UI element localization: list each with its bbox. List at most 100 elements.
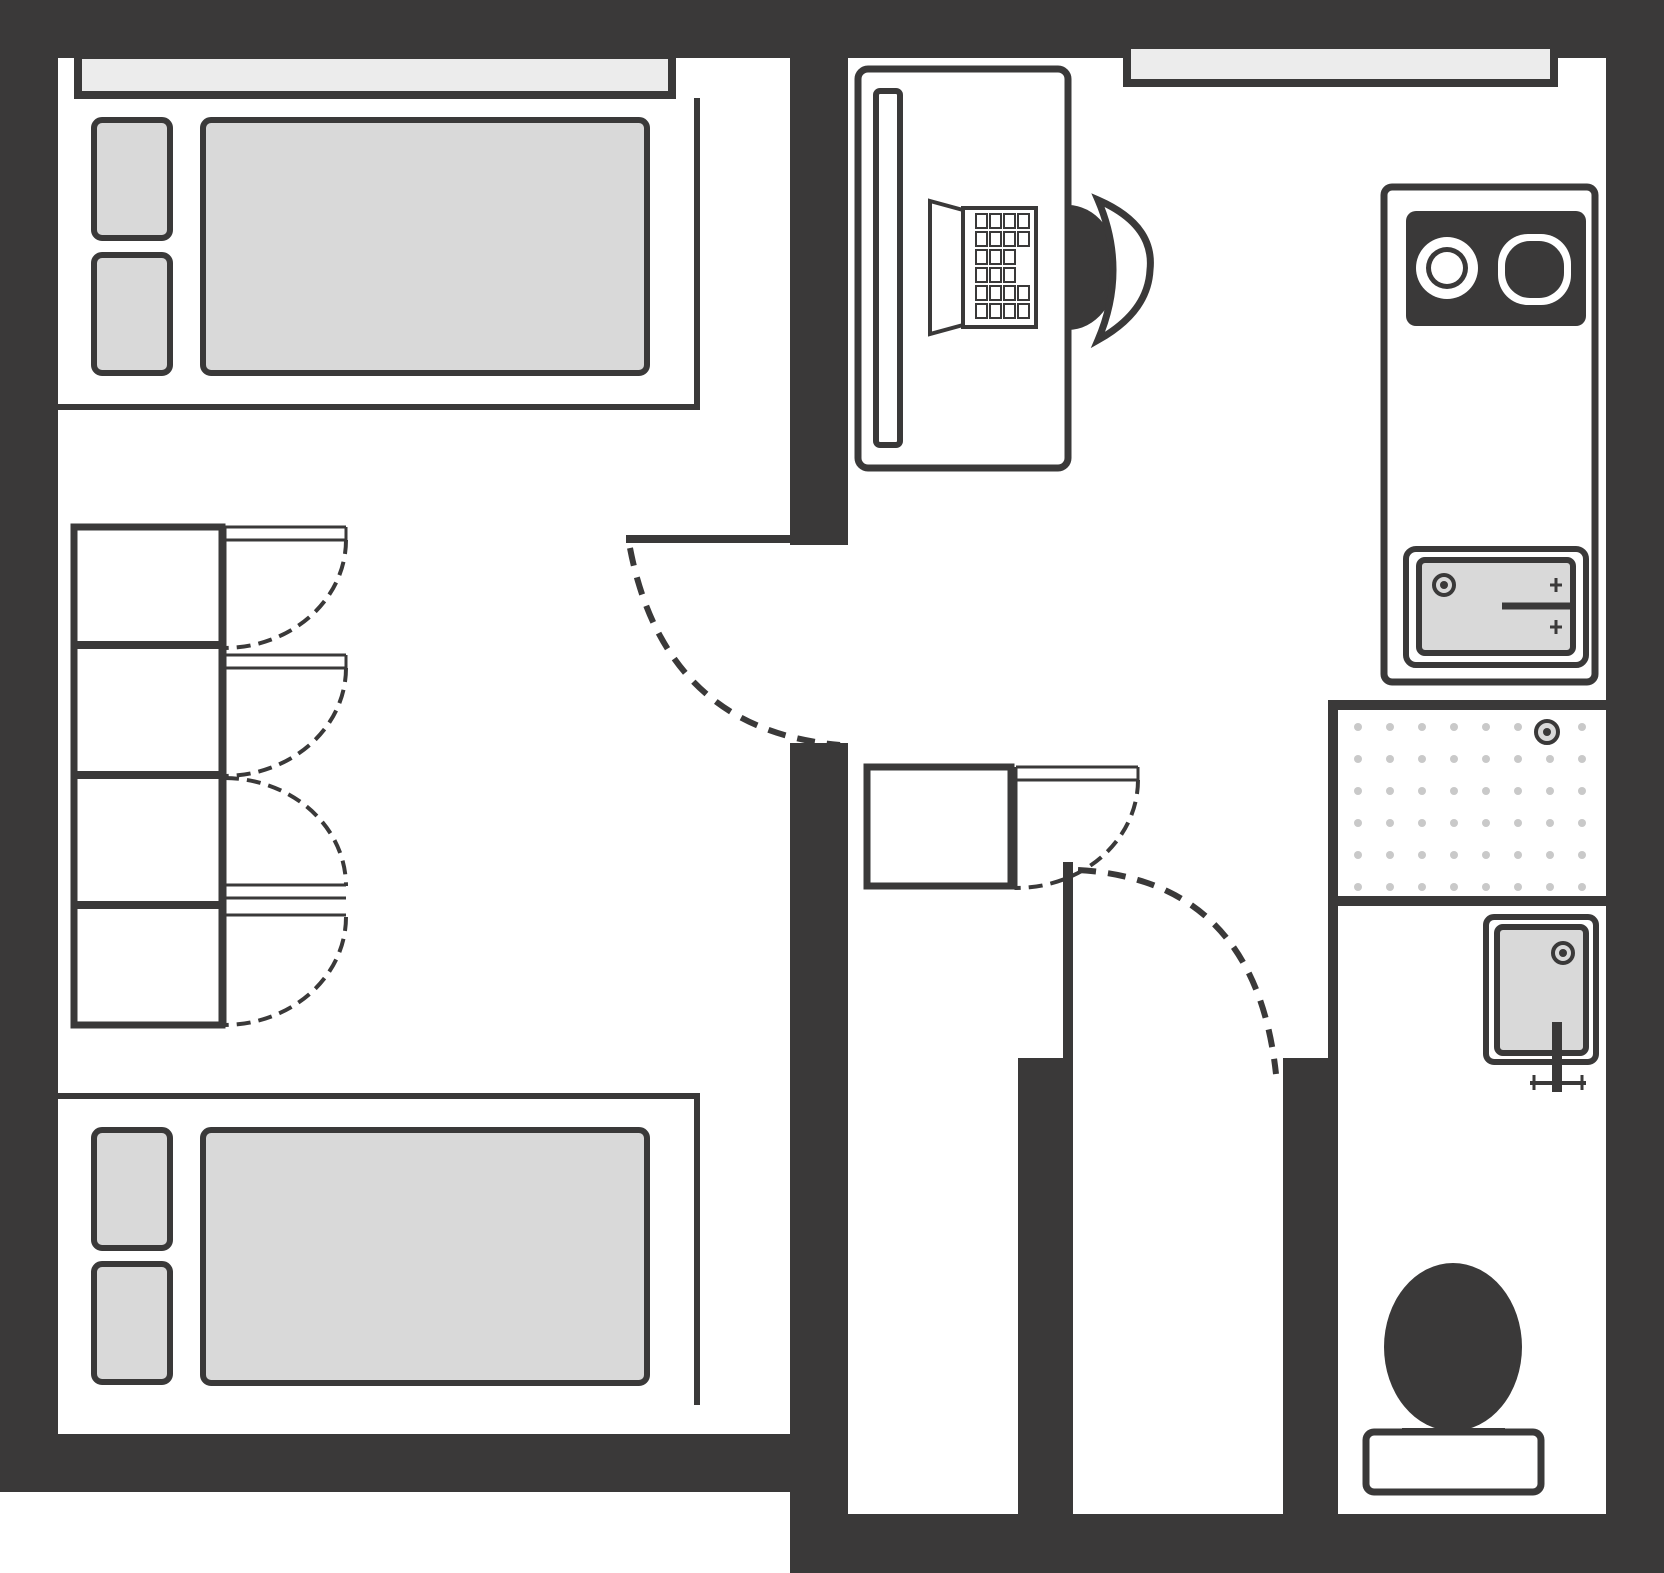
- shower-floor-dot: [1354, 819, 1362, 827]
- chair-back: [1090, 193, 1154, 349]
- laptop-key: [1017, 213, 1030, 229]
- shower-floor-dot: [1450, 819, 1458, 827]
- shower-floor-dot: [1546, 851, 1554, 859]
- wall-hallway-thin: [1063, 862, 1073, 1062]
- laptop-key: [1003, 231, 1016, 247]
- sink-icon: [1403, 546, 1589, 668]
- wall-partition-lower: [790, 745, 848, 1573]
- wall-bedroom-bottom: [0, 1434, 848, 1492]
- laptop-icon: [928, 198, 1038, 337]
- pillow-icon: [91, 1127, 173, 1251]
- laptop-key: [975, 231, 988, 247]
- shower-floor-dot: [1354, 883, 1362, 891]
- shower-floor-dot: [1418, 883, 1426, 891]
- shower-floor-dot: [1546, 787, 1554, 795]
- wall-bathroom-left: [1283, 1058, 1338, 1573]
- windows: [74, 41, 1558, 99]
- shower-floor-dot: [1450, 723, 1458, 731]
- pillow-icon: [91, 252, 173, 376]
- shower-floor-dot: [1578, 755, 1586, 763]
- window-icon: [74, 51, 676, 99]
- shower-floor-dot: [1386, 723, 1394, 731]
- shower-floor-dot: [1450, 787, 1458, 795]
- wall-left: [0, 0, 58, 1492]
- sink-drain-core: [1440, 581, 1448, 589]
- door-swing: [627, 547, 841, 748]
- wall-door-header: [626, 535, 848, 543]
- burner-center: [1431, 252, 1463, 284]
- shower-floor-dot: [1418, 851, 1426, 859]
- laptop-key: [975, 303, 988, 319]
- laptop-key: [989, 267, 1002, 283]
- shower-floor-dot: [1578, 883, 1586, 891]
- wall-hallway-block: [1018, 1058, 1073, 1514]
- shower-floor-dot: [1514, 723, 1522, 731]
- shower-floor-dot: [1578, 819, 1586, 827]
- shower-icon: [1354, 719, 1586, 891]
- toilet-icon: [1362, 1263, 1545, 1496]
- laptop-key: [989, 303, 1002, 319]
- shower-floor-dot: [1514, 851, 1522, 859]
- shower-floor-dot: [1546, 819, 1554, 827]
- laptop-key: [1003, 213, 1016, 229]
- shower-floor-dot: [1386, 883, 1394, 891]
- shower-floor-dot: [1354, 755, 1362, 763]
- laptop-key: [1017, 285, 1030, 301]
- window-icon: [1123, 41, 1558, 87]
- laptop-key: [1003, 267, 1016, 283]
- laptop-key: [1003, 303, 1016, 319]
- laptop-key: [975, 213, 988, 229]
- shower-floor-dot: [1418, 819, 1426, 827]
- chair-seat: [1068, 205, 1118, 330]
- shower-floor-dot: [1578, 723, 1586, 731]
- cabinet-door-swing: [1015, 779, 1140, 890]
- toilet-bowl: [1384, 1263, 1522, 1431]
- desk-shelf: [873, 88, 903, 448]
- wall-shower-bottom: [1338, 896, 1606, 906]
- shower-floor-dot: [1482, 851, 1490, 859]
- shower-floor-dot: [1514, 787, 1522, 795]
- shower-floor-dot: [1482, 883, 1490, 891]
- laptop-key: [989, 231, 1002, 247]
- shower-floor-dot: [1578, 787, 1586, 795]
- washbasin: [1483, 914, 1599, 1092]
- mattress: [200, 1127, 650, 1386]
- laptop-key: [989, 249, 1002, 265]
- pillow-icon: [91, 117, 173, 241]
- laptop-key: [975, 267, 988, 283]
- wall-right: [1606, 0, 1664, 1573]
- shower-floor-dot: [1514, 883, 1522, 891]
- wall-partition-upper: [790, 0, 848, 545]
- wardrobe-icon: [70, 523, 348, 1029]
- wardrobe-door-swing: [224, 539, 348, 650]
- hob-icon: [1406, 211, 1586, 326]
- shower-floor-dot: [1482, 755, 1490, 763]
- door-icon: [627, 547, 848, 748]
- shower-floor-dot: [1386, 787, 1394, 795]
- wall-shower-top: [1328, 700, 1606, 710]
- wardrobe-door-swing: [224, 667, 348, 778]
- shower-floor-dot: [1578, 851, 1586, 859]
- shower-floor-dot: [1386, 851, 1394, 859]
- shower-floor-dot: [1418, 723, 1426, 731]
- shower-floor-dot: [1546, 755, 1554, 763]
- laptop-key: [975, 249, 988, 265]
- burner-center: [1505, 241, 1564, 298]
- hall-cabinet: [863, 763, 1140, 890]
- laptop-key: [975, 285, 988, 301]
- basin-drain-core: [1559, 949, 1567, 957]
- bed-icon: [58, 1093, 700, 1405]
- wall-hallway-bottom: [790, 1514, 1664, 1573]
- sink-basin: [1416, 557, 1576, 656]
- laptop-key: [989, 285, 1002, 301]
- laptop-key: [1003, 249, 1016, 265]
- mattress: [200, 117, 650, 376]
- shower-floor-dot: [1418, 787, 1426, 795]
- shower-drain-core: [1543, 728, 1551, 736]
- shower-floor-dot: [1386, 755, 1394, 763]
- shower-floor-dot: [1450, 851, 1458, 859]
- door-swing: [1077, 867, 1279, 1075]
- shower-floor-dot: [1482, 819, 1490, 827]
- shower-floor-dot: [1450, 755, 1458, 763]
